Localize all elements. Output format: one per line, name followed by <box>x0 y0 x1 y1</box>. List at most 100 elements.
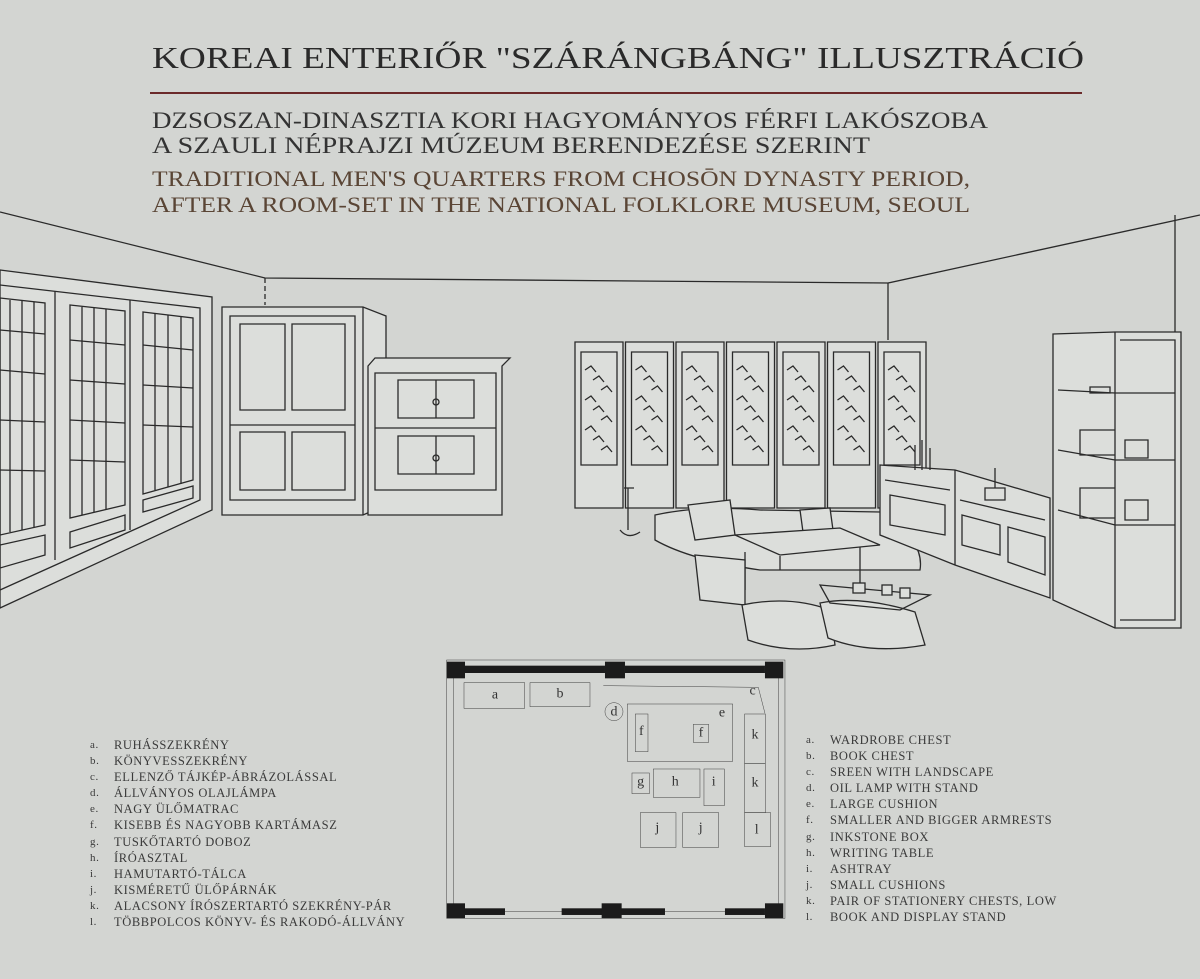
plan-label-k: k <box>751 727 758 742</box>
legend-key: f. <box>806 814 814 827</box>
legend-item: d. OIL LAMP WITH STAND <box>806 780 1057 796</box>
legend-item: k. PAIR OF STATIONERY CHESTS, LOW <box>806 893 1057 909</box>
screen-panel <box>776 341 826 509</box>
screen-panel <box>725 341 776 509</box>
legend-key: k. <box>806 894 816 907</box>
legend-key: l. <box>806 911 814 924</box>
legend-item: e. LARGE CUSHION <box>806 796 1057 812</box>
legend-item: c. SREEN WITH LANDSCAPE <box>806 764 1057 780</box>
plan-label-b: b <box>556 686 563 701</box>
legend-key: d. <box>806 782 816 795</box>
legend-key: j. <box>806 878 814 891</box>
plan-label-k: k <box>751 776 758 791</box>
legend-label: SREEN WITH LANDSCAPE <box>830 765 994 780</box>
legend-key: a. <box>90 739 99 751</box>
plan-label-l: l <box>755 822 759 837</box>
legend-key: h. <box>806 846 816 859</box>
legend-key: k. <box>90 899 100 912</box>
legend-label: INKSTONE BOX <box>830 829 929 844</box>
legend-item: e.NAGY ÜLŐMATRAC <box>90 801 405 817</box>
legend-key: g. <box>90 835 100 848</box>
legend-item: k. ALACSONY ÍRÓSZERTARTÓ SZEKRÉNY-PÁR <box>90 898 405 914</box>
legend-item: j. SMALL CUSHIONS <box>806 877 1057 893</box>
legend-label: SMALLER AND BIGGER ARMRESTS <box>830 813 1053 828</box>
plan-label-g: g <box>637 775 644 790</box>
legend-label: PAIR OF STATIONERY CHESTS, LOW <box>830 893 1057 908</box>
legend-key: i. <box>806 862 814 875</box>
legend-label: BOOK AND DISPLAY STAND <box>830 910 1007 925</box>
oil-lamp <box>619 487 641 537</box>
legend-label: OIL LAMP WITH STAND <box>830 781 979 796</box>
subtitle-hu-line-2: A SZAULI NÉPRAJZI MÚZEUM BERENDEZÉSE SZE… <box>152 132 870 158</box>
subtitle-en-line-1: TRADITIONAL MEN'S QUARTERS FROM CHOSŌN D… <box>152 166 970 191</box>
legend-label: BOOK CHEST <box>830 749 915 764</box>
plan-label-h: h <box>672 775 679 790</box>
legend-label: RUHÁSSZEKRÉNY <box>114 738 230 752</box>
legend-item: j. KISMÉRETŰ ÜLŐPÁRNÁK <box>90 882 405 898</box>
legend-key: c. <box>90 771 99 784</box>
legend-label: ÁLLVÁNYOS OLAJLÁMPA <box>114 786 277 801</box>
legend-item: b.KÖNYVESSZEKRÉNY <box>90 753 405 769</box>
plan-label-a: a <box>492 687 499 702</box>
legend-label: KÖNYVESSZEKRÉNY <box>114 754 248 769</box>
legend-label: WRITING TABLE <box>830 845 935 860</box>
screen-panel <box>574 341 624 509</box>
legend-item: h.ÍRÓASZTAL <box>90 850 405 866</box>
book-display-stand <box>1052 331 1182 629</box>
legend-label: NAGY ÜLŐMATRAC <box>114 802 239 817</box>
legend-item: g. TUSKŐTARTÓ DOBOZ <box>90 834 405 850</box>
screen-panel <box>624 341 675 509</box>
legend-label: TUSKŐTARTÓ DOBOZ <box>114 834 252 849</box>
plan-label-d: d <box>610 705 617 720</box>
lattice-windows <box>0 269 213 609</box>
legend-key: d. <box>90 787 100 800</box>
legend-item: f. SMALLER AND BIGGER ARMRESTS <box>806 812 1057 828</box>
legend-label: ELLENZŐ TÁJKÉP-ÁBRÁZOLÁSSAL <box>114 770 338 785</box>
legend-item: c. ELLENZŐ TÁJKÉP-ÁBRÁZOLÁSSAL <box>90 769 405 785</box>
legend-key: j. <box>90 883 98 896</box>
subtitle-en-line-2: AFTER A ROOM-SET IN THE NATIONAL FOLKLOR… <box>152 192 970 217</box>
legend-item: f.KISEBB ÉS NAGYOBB KARTÁMASZ <box>90 817 405 833</box>
plan-label-j: j <box>654 821 659 836</box>
screen-panel <box>826 341 877 509</box>
wardrobe-chest <box>221 306 387 516</box>
plan-label-c: c <box>750 683 756 698</box>
legend-item: b. BOOK CHEST <box>806 748 1057 764</box>
room-illustration <box>0 211 1200 650</box>
legend-english: a. WARDROBE CHEST b. BOOK CHEST c. SREEN WITH… <box>806 732 1057 925</box>
screen-panel <box>675 341 725 509</box>
legend-key: b. <box>806 750 816 763</box>
legend-key: e. <box>806 798 815 811</box>
legend-key: a. <box>806 734 815 746</box>
legend-key: f. <box>90 819 98 832</box>
plan-label-e: e <box>719 706 725 721</box>
landscape-screen <box>574 341 927 509</box>
legend-item: h. WRITING TABLE <box>806 845 1057 861</box>
legend-label: TÖBBPOLCOS KÖNYV- ÉS RAKODÓ-ÁLLVÁNY <box>114 915 406 930</box>
legend-label: ÍRÓASZTAL <box>114 850 188 865</box>
legend-label: HAMUTARTÓ-TÁLCA <box>114 866 247 881</box>
book-chest <box>367 357 512 516</box>
title: KOREAI ENTERIŐR "SZÁRÁNGBÁNG" ILLUSZTRÁC… <box>152 40 1084 75</box>
legend-label: WARDROBE CHEST <box>830 733 952 747</box>
legend-item: d. ÁLLVÁNYOS OLAJLÁMPA <box>90 785 405 801</box>
floor-plan: a b c d e f f g h i j j k k l <box>446 659 786 919</box>
plan-label-i: i <box>712 775 716 790</box>
legend-label: SMALL CUSHIONS <box>830 877 946 892</box>
legend-label: ALACSONY ÍRÓSZERTARTÓ SZEKRÉNY-PÁR <box>114 898 392 913</box>
legend-label: ASHTRAY <box>830 861 893 876</box>
legend-label: LARGE CUSHION <box>830 797 939 812</box>
subtitle-hu-line-1: DZSOSZAN-DINASZTIA KORI HAGYOMÁNYOS FÉRF… <box>152 107 988 133</box>
cushions-and-table <box>654 499 933 650</box>
legend-item: l. TÖBBPOLCOS KÖNYV- ÉS RAKODÓ-ÁLLVÁNY <box>90 914 405 930</box>
legend-key: c. <box>806 766 815 779</box>
legend-item: a. RUHÁSSZEKRÉNY <box>90 737 405 753</box>
legend-key: l. <box>90 916 98 929</box>
legend-label: KISMÉRETŰ ÜLŐPÁRNÁK <box>114 882 278 897</box>
legend-key: i. <box>90 867 98 880</box>
plan-label-f: f <box>639 724 644 739</box>
legend-item: a. WARDROBE CHEST <box>806 732 1057 748</box>
plan-label-f: f <box>699 726 704 741</box>
